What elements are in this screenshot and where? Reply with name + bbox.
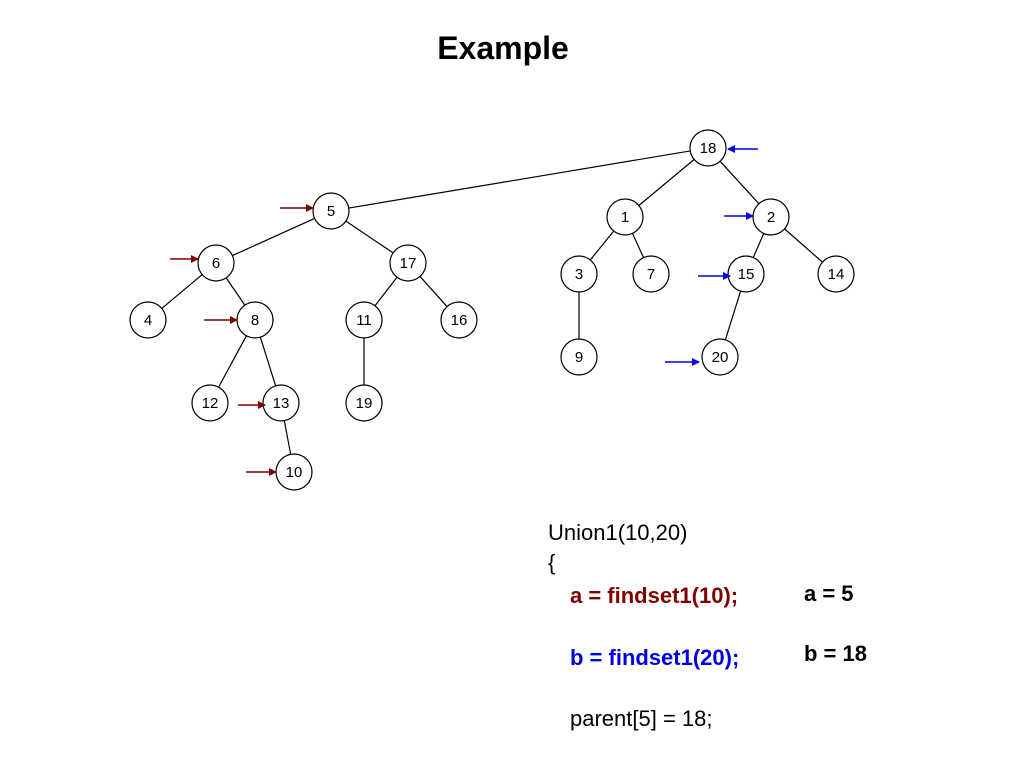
- tree-node-3: 3: [560, 255, 598, 293]
- tree-node-4: 4: [129, 301, 167, 339]
- node-circle: [701, 338, 739, 376]
- code-signature: Union1(10,20): [548, 520, 688, 545]
- edge-5-17: [345, 220, 394, 254]
- tree-node-18: 18: [689, 129, 727, 167]
- tree-node-19: 19: [345, 384, 383, 422]
- code-line-findset-b: b = findset1(20);: [570, 645, 740, 670]
- node-label: 17: [400, 255, 417, 272]
- node-label: 10: [286, 464, 303, 481]
- node-label: 8: [251, 312, 259, 329]
- result-b: b = 18: [804, 641, 867, 666]
- node-label: 3: [575, 266, 583, 283]
- node-label: 12: [202, 395, 219, 412]
- node-circle: [197, 244, 235, 282]
- tree-node-15: 15: [727, 255, 765, 293]
- node-label: 14: [828, 266, 845, 283]
- node-label: 1: [621, 209, 629, 226]
- node-label: 19: [356, 395, 373, 412]
- edge-1-7: [631, 233, 645, 258]
- edge-1-3: [589, 230, 615, 261]
- edge-2-14: [784, 228, 823, 263]
- tree-node-14: 14: [817, 255, 855, 293]
- node-circle: [560, 255, 598, 293]
- node-label: 20: [712, 349, 729, 366]
- node-label: 6: [212, 255, 220, 272]
- edge-17-16: [419, 276, 448, 307]
- node-label: 4: [144, 312, 152, 329]
- node-circle: [606, 198, 644, 236]
- tree-node-1: 1: [606, 198, 644, 236]
- node-circle: [345, 384, 383, 422]
- node-circle: [345, 301, 383, 339]
- tree-node-13: 13: [262, 384, 300, 422]
- edge-8-13: [259, 336, 277, 387]
- node-circle: [440, 301, 478, 339]
- code-line-findset-a: a = findset1(10);: [570, 583, 739, 608]
- node-label: 18: [700, 140, 717, 157]
- node-label: 13: [273, 395, 290, 412]
- node-circle: [689, 129, 727, 167]
- edge-15-20: [724, 290, 742, 341]
- edge-17-11: [374, 276, 398, 307]
- edge-13-10: [283, 420, 292, 455]
- edge-5-6: [232, 217, 315, 257]
- node-label: 15: [738, 266, 755, 283]
- result-a: a = 5: [804, 581, 854, 606]
- tree-edges: [161, 150, 823, 455]
- slide-title: Example: [437, 30, 569, 66]
- node-circle: [191, 384, 229, 422]
- node-label: 7: [647, 266, 655, 283]
- node-circle: [560, 338, 598, 376]
- node-label: 2: [767, 209, 775, 226]
- node-circle: [632, 255, 670, 293]
- node-circle: [129, 301, 167, 339]
- code-line-parent-assign: parent[5] = 18;: [570, 706, 713, 731]
- tree-node-11: 11: [345, 301, 383, 339]
- node-circle: [817, 255, 855, 293]
- tree-node-17: 17: [389, 244, 427, 282]
- edge-6-8: [225, 277, 246, 306]
- edge-18-2: [719, 160, 760, 205]
- node-label: 5: [327, 203, 335, 220]
- node-label: 11: [356, 312, 372, 329]
- tree-node-16: 16: [440, 301, 478, 339]
- tree-node-8: 8: [236, 301, 274, 339]
- edge-8-12: [218, 335, 247, 388]
- path-arrows: [170, 145, 758, 476]
- tree-node-7: 7: [632, 255, 670, 293]
- edge-2-15: [752, 233, 765, 258]
- node-circle: [389, 244, 427, 282]
- tree-node-20: 20: [701, 338, 739, 376]
- tree-node-10: 10: [275, 453, 313, 491]
- tree-node-2: 2: [752, 198, 790, 236]
- code-open-brace: {: [548, 550, 556, 575]
- edge-18-1: [638, 159, 695, 206]
- tree-node-5: 5: [312, 192, 350, 230]
- node-label: 16: [451, 312, 468, 329]
- edge-18-5: [348, 150, 691, 209]
- edge-6-4: [161, 274, 203, 309]
- node-label: 9: [575, 349, 583, 366]
- tree-node-12: 12: [191, 384, 229, 422]
- tree-node-9: 9: [560, 338, 598, 376]
- tree-node-6: 6: [197, 244, 235, 282]
